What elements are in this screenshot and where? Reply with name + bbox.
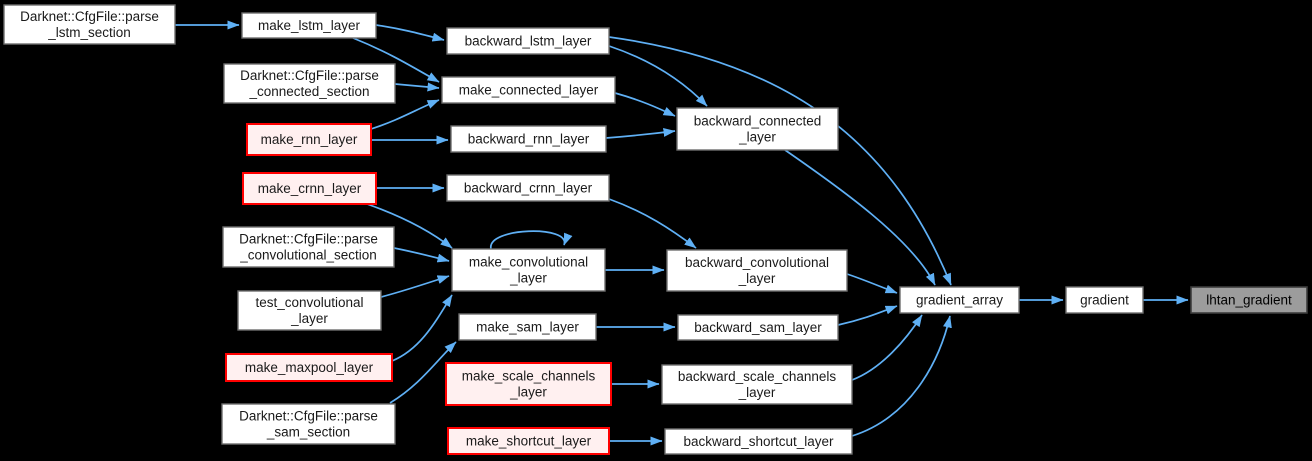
edge-backward-crnn-layer-to-backward-convolutional-layer xyxy=(608,198,697,249)
edge-backward-rnn-layer-to-backward-connected-layer xyxy=(605,127,676,139)
node-parse-convolutional-section[interactable]: Darknet::CfgFile::parse_convolutional_se… xyxy=(222,226,395,268)
node-label: make_convolutional_layer xyxy=(469,255,588,286)
node-label: make_lstm_layer xyxy=(258,18,361,33)
edge-make-convolutional-layer-to-make-convolutional-layer xyxy=(490,230,573,250)
edge-make-lstm-layer-to-make-connected-layer xyxy=(352,37,440,83)
edge-parse-convolutional-section-to-make-convolutional-layer xyxy=(393,247,450,263)
node-box xyxy=(445,362,612,406)
node-label: make_maxpool_layer xyxy=(245,360,374,375)
node-label: Darknet::CfgFile::parse_connected_sectio… xyxy=(240,68,379,99)
edges-layer xyxy=(175,20,1189,446)
node-label: backward_shortcut_layer xyxy=(683,434,834,449)
node-label: backward_lstm_layer xyxy=(465,34,592,49)
node-box xyxy=(237,290,382,331)
node-box xyxy=(677,314,839,341)
node-make-sam-layer[interactable]: make_sam_layer xyxy=(458,313,597,341)
node-box xyxy=(447,427,610,455)
node-label: make_scale_channels_layer xyxy=(462,369,596,400)
edge-make-crnn-layer-to-make-convolutional-layer xyxy=(366,203,453,249)
node-box xyxy=(664,428,853,455)
node-label: lhtan_gradient xyxy=(1206,293,1292,308)
node-test-convolutional-layer[interactable]: test_convolutional_layer xyxy=(237,290,382,331)
node-label: make_rnn_layer xyxy=(261,132,358,147)
node-box xyxy=(225,353,393,382)
node-gradient-array[interactable]: gradient_array xyxy=(899,286,1020,314)
node-label: backward_scale_channels_layer xyxy=(678,369,837,400)
node-label: Darknet::CfgFile::parse_lstm_section xyxy=(20,9,159,40)
node-label: backward_connected_layer xyxy=(694,114,822,145)
node-label: Darknet::CfgFile::parse_convolutional_se… xyxy=(239,232,378,263)
node-label: gradient xyxy=(1080,293,1129,308)
node-label: Darknet::CfgFile::parse_sam_section xyxy=(239,409,378,440)
node-backward-lstm-layer[interactable]: backward_lstm_layer xyxy=(446,27,610,55)
edge-make-maxpool-layer-to-make-convolutional-layer xyxy=(391,294,453,362)
node-label: backward_convolutional_layer xyxy=(685,255,829,286)
node-box xyxy=(223,63,396,104)
edge-parse-sam-section-to-make-sam-layer xyxy=(389,341,457,404)
edge-backward-scale-channels-layer-to-gradient-array xyxy=(851,314,923,381)
node-box xyxy=(661,364,853,405)
node-box xyxy=(246,123,372,156)
node-label: make_connected_layer xyxy=(459,83,599,98)
edge-make-rnn-layer-to-make-connected-layer xyxy=(370,99,440,130)
node-box xyxy=(1190,286,1308,314)
node-lhtan-gradient[interactable]: lhtan_gradient xyxy=(1190,286,1308,314)
edge-make-lstm-layer-to-backward-lstm-layer xyxy=(375,24,445,42)
node-label: make_shortcut_layer xyxy=(466,434,592,449)
node-label: make_crnn_layer xyxy=(258,181,362,196)
node-box xyxy=(451,248,606,292)
node-make-rnn-layer[interactable]: make_rnn_layer xyxy=(246,123,372,156)
node-box xyxy=(242,172,377,205)
node-box xyxy=(446,27,610,55)
node-make-scale-channels-layer[interactable]: make_scale_channels_layer xyxy=(445,362,612,406)
node-make-convolutional-layer[interactable]: make_convolutional_layer xyxy=(451,248,606,292)
node-box xyxy=(3,4,176,45)
node-box xyxy=(222,226,395,268)
node-box xyxy=(221,403,396,445)
node-make-crnn-layer[interactable]: make_crnn_layer xyxy=(242,172,377,205)
node-label: gradient_array xyxy=(916,293,1003,308)
node-backward-crnn-layer[interactable]: backward_crnn_layer xyxy=(446,174,610,202)
node-make-maxpool-layer[interactable]: make_maxpool_layer xyxy=(225,353,393,382)
edge-backward-convolutional-layer-to-gradient-array xyxy=(846,273,898,294)
node-backward-connected-layer[interactable]: backward_connected_layer xyxy=(676,107,839,151)
node-box xyxy=(450,125,607,153)
node-parse-lstm-section[interactable]: Darknet::CfgFile::parse_lstm_section xyxy=(3,4,176,45)
node-box xyxy=(676,107,839,151)
node-gradient[interactable]: gradient xyxy=(1065,286,1144,314)
node-label: backward_crnn_layer xyxy=(464,181,593,196)
edge-backward-connected-layer-to-gradient-array xyxy=(784,149,936,286)
node-box xyxy=(441,76,616,104)
node-make-connected-layer[interactable]: make_connected_layer xyxy=(441,76,616,104)
node-backward-rnn-layer[interactable]: backward_rnn_layer xyxy=(450,125,607,153)
node-backward-shortcut-layer[interactable]: backward_shortcut_layer xyxy=(664,428,853,455)
edge-backward-lstm-layer-to-backward-connected-layer xyxy=(608,45,708,107)
edge-make-connected-layer-to-backward-connected-layer xyxy=(614,92,676,117)
node-box xyxy=(899,286,1020,314)
node-box xyxy=(666,249,848,292)
node-label: make_sam_layer xyxy=(476,320,579,335)
edge-parse-connected-section-to-make-connected-layer xyxy=(394,82,440,92)
node-backward-convolutional-layer[interactable]: backward_convolutional_layer xyxy=(666,249,848,292)
node-label: test_convolutional_layer xyxy=(255,295,363,326)
node-box xyxy=(446,174,610,202)
node-parse-sam-section[interactable]: Darknet::CfgFile::parse_sam_section xyxy=(221,403,396,445)
node-make-shortcut-layer[interactable]: make_shortcut_layer xyxy=(447,427,610,455)
node-make-lstm-layer[interactable]: make_lstm_layer xyxy=(241,12,377,39)
node-backward-sam-layer[interactable]: backward_sam_layer xyxy=(677,314,839,341)
edge-backward-shortcut-layer-to-gradient-array xyxy=(851,315,952,437)
node-label: backward_sam_layer xyxy=(694,320,822,335)
node-label: backward_rnn_layer xyxy=(468,132,590,147)
node-box xyxy=(1065,286,1144,314)
node-parse-connected-section[interactable]: Darknet::CfgFile::parse_connected_sectio… xyxy=(223,63,396,104)
edge-backward-sam-layer-to-gradient-array xyxy=(837,305,898,326)
node-box xyxy=(458,313,597,341)
node-backward-scale-channels-layer[interactable]: backward_scale_channels_layer xyxy=(661,364,853,405)
node-box xyxy=(241,12,377,39)
edge-test-convolutional-layer-to-make-convolutional-layer xyxy=(380,275,450,298)
